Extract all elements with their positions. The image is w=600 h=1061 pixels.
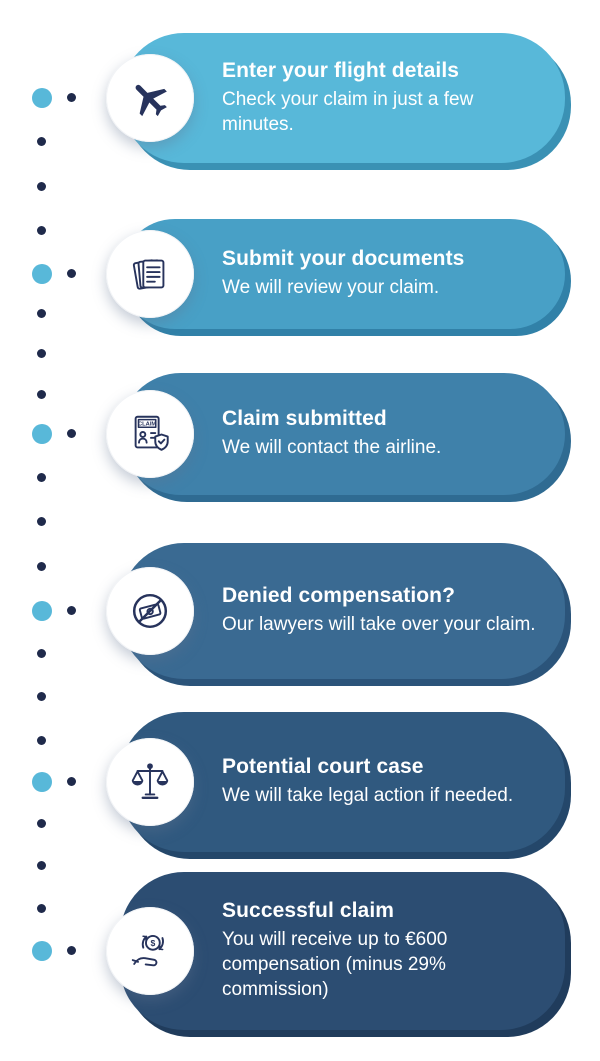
step-title: Claim submitted <box>222 407 387 431</box>
timeline-dot-large <box>32 424 52 444</box>
timeline-dot-small <box>37 137 46 146</box>
step-description: Our lawyers will take over your claim. <box>222 614 536 636</box>
timeline-dot-small <box>37 861 46 870</box>
step-description: We will contact the airline. <box>222 437 442 459</box>
icon-badge <box>106 54 194 142</box>
timeline-dot-small <box>37 517 46 526</box>
timeline-dot-small <box>37 226 46 235</box>
scales-of-justice-icon <box>131 763 169 800</box>
timeline-dot-small <box>67 429 76 438</box>
step-title: Potential court case <box>222 755 424 779</box>
money-hand-icon: $ <box>131 934 164 967</box>
timeline-dot-small <box>37 562 46 571</box>
timeline-dot-small <box>67 777 76 786</box>
no-money-icon <box>132 593 168 629</box>
icon-badge <box>106 567 194 655</box>
timeline-dot-small <box>37 904 46 913</box>
claim-shield-icon: CLAIM <box>134 415 169 451</box>
timeline-dot-small <box>37 649 46 658</box>
step-title: Successful claim <box>222 899 395 923</box>
timeline-dot-large <box>32 264 52 284</box>
timeline-dot-small <box>67 606 76 615</box>
step-card-claim-submitted: CLAIM Claim submitted We will contact th… <box>106 373 565 495</box>
step-card-denied-compensation: Denied compensation? Our lawyers will ta… <box>106 543 565 679</box>
timeline-dot-small <box>37 736 46 745</box>
step-description: Check your claim in just a few minutes. <box>222 88 474 135</box>
icon-badge <box>106 230 194 318</box>
step-title: Denied compensation? <box>222 584 456 608</box>
timeline-dot-large <box>32 772 52 792</box>
claim-icon-label: CLAIM <box>138 422 156 428</box>
timeline-dot-small <box>37 349 46 358</box>
timeline-dot-small <box>37 473 46 482</box>
coin-symbol: $ <box>150 938 155 948</box>
timeline-dot-small <box>37 692 46 701</box>
step-card-successful-claim: $ Successful claim You will receive up t… <box>106 872 565 1030</box>
airplane-icon <box>135 84 167 117</box>
icon-badge: CLAIM <box>106 390 194 478</box>
step-card-court-case: Potential court case We will take legal … <box>106 712 565 852</box>
step-description: You will receive up to €600 compensation… <box>222 929 448 1000</box>
icon-badge <box>106 738 194 826</box>
step-title: Enter your flight details <box>222 58 460 82</box>
step-title: Submit your documents <box>222 247 465 271</box>
timeline-dot-small <box>67 946 76 955</box>
icon-badge: $ <box>106 907 194 995</box>
step-card-submit-documents: Submit your documents We will review you… <box>106 219 565 329</box>
timeline-dot-large <box>32 601 52 621</box>
timeline-dot-small <box>67 269 76 278</box>
timeline-dot-small <box>37 819 46 828</box>
documents-icon <box>132 259 165 290</box>
step-description: We will take legal action if needed. <box>222 785 514 807</box>
timeline-dot-small <box>37 309 46 318</box>
step-card-flight-details: Enter your flight details Check your cla… <box>106 33 565 163</box>
timeline-dot-large <box>32 941 52 961</box>
timeline-dot-large <box>32 88 52 108</box>
step-description: We will review your claim. <box>222 277 440 299</box>
timeline-dot-small <box>67 93 76 102</box>
timeline-dot-small <box>37 182 46 191</box>
timeline-dot-small <box>37 390 46 399</box>
